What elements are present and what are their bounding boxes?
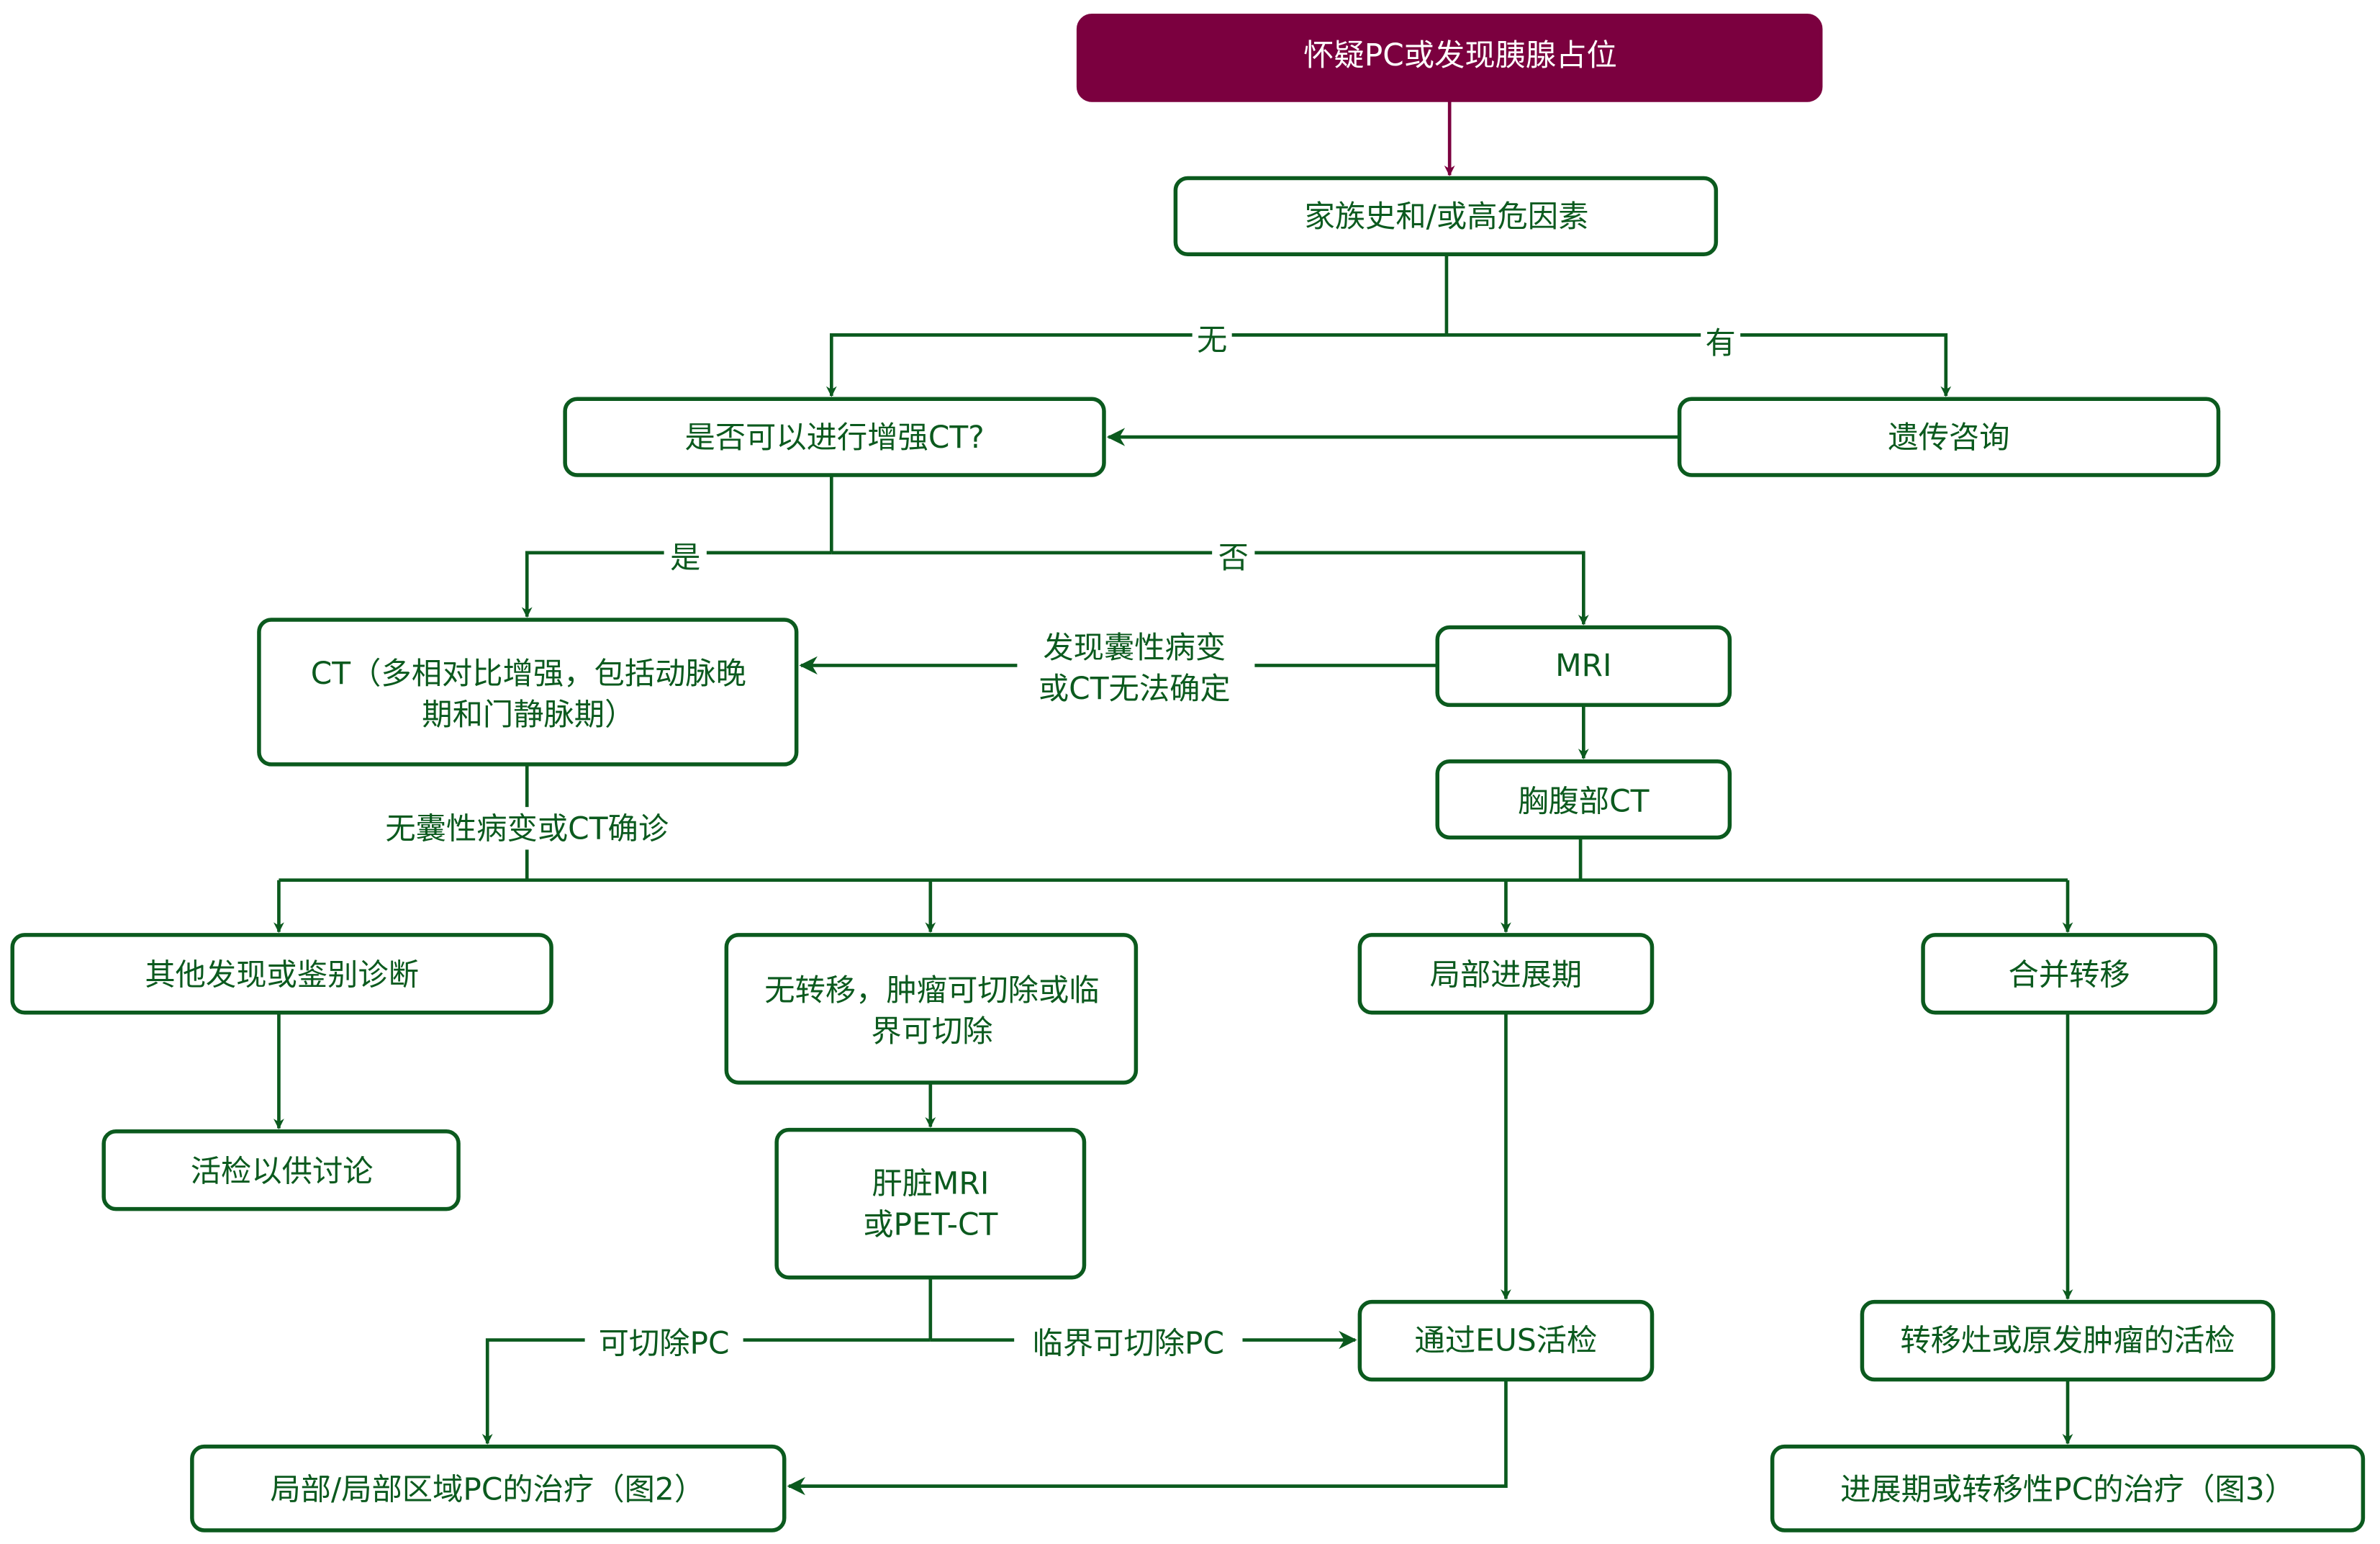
edge-eus-to-local-treatment bbox=[787, 1379, 1508, 1496]
node-other-findings-label: 其他发现或鉴别诊断 bbox=[145, 957, 419, 993]
edge-family-to-ct-question bbox=[825, 333, 1447, 397]
edge-label-no: 无 bbox=[1197, 322, 1227, 358]
node-metastatic[interactable]: 合并转移 bbox=[1921, 933, 2217, 1015]
node-multiphase-ct-label-line1: CT（多相对比增强，包括动脉晚 bbox=[311, 656, 746, 691]
node-eus-biopsy[interactable]: 通过EUS活检 bbox=[1357, 1299, 1655, 1382]
node-no-metastasis-label-line2: 界可切除 bbox=[871, 1013, 992, 1049]
node-enhanced-ct-question[interactable]: 是否可以进行增强CT? bbox=[563, 397, 1106, 477]
node-liver-mri-petct[interactable]: 肝脏MRI 或PET-CT bbox=[774, 1127, 1087, 1280]
node-advanced-treatment-label: 进展期或转移性PC的治疗（图3） bbox=[1840, 1472, 2295, 1507]
edge-ct-question-to-multiphase bbox=[521, 551, 832, 618]
edges bbox=[273, 100, 2073, 1496]
edge-label-resectable: 可切除PC bbox=[599, 1326, 730, 1361]
edge-label-no-ct: 否 bbox=[1218, 540, 1249, 575]
node-liver-mri-petct-label-line2: 或PET-CT bbox=[863, 1207, 997, 1242]
node-eus-biopsy-label: 通过EUS活检 bbox=[1415, 1322, 1598, 1358]
node-family-history-label: 家族史和/或高危因素 bbox=[1304, 199, 1588, 234]
edge-label-has: 有 bbox=[1706, 325, 1736, 361]
node-mri[interactable]: MRI bbox=[1435, 625, 1732, 708]
edge-label-cystic-line2: 或CT无法确定 bbox=[1039, 671, 1231, 706]
node-no-metastasis[interactable]: 无转移，肿瘤可切除或临 界可切除 bbox=[724, 933, 1139, 1085]
node-metastatic-label: 合并转移 bbox=[2009, 957, 2130, 993]
edge-label-borderline: 临界可切除PC bbox=[1033, 1326, 1225, 1361]
edge-liver-to-local-treatment bbox=[481, 1338, 931, 1445]
node-multiphase-ct-label-line2: 期和门静脉期） bbox=[422, 697, 635, 732]
edge-family-to-genetic bbox=[1446, 333, 1952, 397]
node-multiphase-ct[interactable]: CT（多相对比增强，包括动脉晚 期和门静脉期） bbox=[257, 618, 799, 767]
node-genetic-counseling[interactable]: 遗传咨询 bbox=[1677, 397, 2221, 477]
node-biopsy-discussion[interactable]: 活检以供讨论 bbox=[101, 1129, 461, 1211]
edge-label-no-cystic: 无囊性病变或CT确诊 bbox=[385, 811, 669, 847]
edge-label-yes: 是 bbox=[670, 540, 700, 575]
node-locally-advanced[interactable]: 局部进展期 bbox=[1357, 933, 1655, 1015]
edge-labels: 无 有 是 否 发现囊性病变 或CT无法确定 无囊性病变或CT确诊 可切除PC … bbox=[362, 320, 1741, 1362]
node-no-metastasis-label-line1: 无转移，肿瘤可切除或临 bbox=[764, 972, 1099, 1008]
node-family-history[interactable]: 家族史和/或高危因素 bbox=[1173, 176, 1719, 257]
node-metastasis-biopsy-label: 转移灶或原发肿瘤的活检 bbox=[1900, 1322, 2235, 1358]
node-chest-abdomen-ct[interactable]: 胸腹部CT bbox=[1435, 759, 1732, 840]
node-chest-abdomen-ct-label: 胸腹部CT bbox=[1518, 784, 1649, 819]
node-start[interactable]: 怀疑PC或发现胰腺占位 bbox=[1076, 14, 1823, 102]
node-enhanced-ct-question-label: 是否可以进行增强CT? bbox=[684, 420, 984, 455]
node-biopsy-discussion-label: 活检以供讨论 bbox=[191, 1154, 374, 1189]
node-local-treatment-label: 局部/局部区域PC的治疗（图2） bbox=[270, 1472, 705, 1507]
node-other-findings[interactable]: 其他发现或鉴别诊断 bbox=[10, 933, 553, 1015]
node-local-treatment[interactable]: 局部/局部区域PC的治疗（图2） bbox=[190, 1444, 787, 1532]
node-locally-advanced-label: 局部进展期 bbox=[1430, 957, 1583, 993]
edge-label-cystic-line1: 发现囊性病变 bbox=[1043, 630, 1226, 665]
node-genetic-counseling-label: 遗传咨询 bbox=[1888, 420, 2009, 455]
node-start-label: 怀疑PC或发现胰腺占位 bbox=[1303, 37, 1617, 73]
node-metastasis-biopsy[interactable]: 转移灶或原发肿瘤的活检 bbox=[1860, 1299, 2276, 1382]
edge-ct-question-to-mri bbox=[831, 551, 1589, 626]
node-liver-mri-petct-label-line1: 肝脏MRI bbox=[872, 1165, 989, 1201]
node-advanced-treatment[interactable]: 进展期或转移性PC的治疗（图3） bbox=[1770, 1444, 2366, 1532]
node-mri-label: MRI bbox=[1555, 648, 1611, 683]
